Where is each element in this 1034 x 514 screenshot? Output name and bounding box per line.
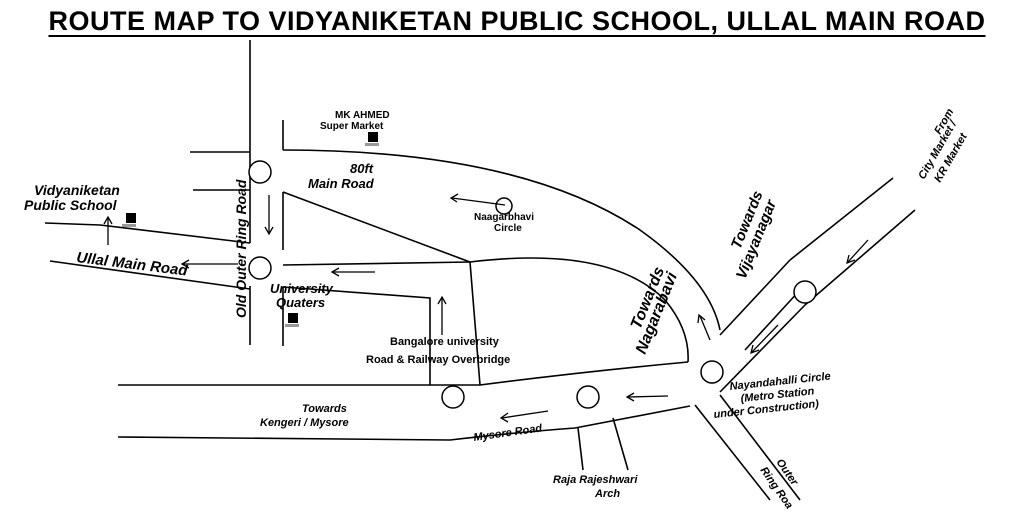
landmark-university-marker bbox=[288, 313, 298, 323]
landmark-university-shadow bbox=[285, 324, 299, 327]
svg-text:Vidyaniketan: Vidyaniketan bbox=[34, 182, 120, 198]
mysore-road-south bbox=[117, 405, 691, 441]
circle-ullal-junction bbox=[248, 256, 272, 280]
arrow-left-mysore-east bbox=[625, 392, 669, 402]
label-kengeri: Towards Kengeri / Mysore bbox=[260, 403, 349, 429]
circle-bu-road bbox=[441, 385, 465, 409]
label-rr-arch: Raja Rajeshwari Arch bbox=[553, 474, 638, 500]
rr-arch-road-east bbox=[612, 417, 629, 471]
outer-ring-road-east bbox=[719, 394, 801, 501]
mysore-road-north bbox=[118, 361, 689, 386]
80ft-road-inner bbox=[282, 191, 689, 363]
rr-arch-road-west bbox=[577, 427, 584, 471]
arrow-left-mysore-road bbox=[499, 410, 549, 423]
landmark-school-shadow bbox=[122, 224, 136, 227]
label-nayandahalli: Nayandahalli Circle (Metro Station under… bbox=[713, 370, 831, 421]
circle-ring-road-north bbox=[248, 160, 272, 184]
circle-vijayanagar bbox=[793, 280, 817, 304]
arrow-up-nagarabavi bbox=[697, 313, 711, 341]
svg-text:Arch: Arch bbox=[594, 488, 620, 500]
80ft-road-outer bbox=[282, 149, 721, 331]
arrow-down-city-market bbox=[846, 239, 869, 265]
label-80ft-road: 80ft Main Road bbox=[308, 161, 375, 191]
circle-naagarbhavi bbox=[495, 197, 513, 215]
city-market-road-south bbox=[804, 209, 916, 306]
city-market-road-lower bbox=[719, 304, 806, 393]
circle-nayandahalli bbox=[700, 360, 724, 384]
arrow-down-ring-road bbox=[264, 195, 274, 236]
city-market-road-north bbox=[789, 177, 894, 261]
vijayanagar-road-east bbox=[744, 289, 801, 351]
landmark-mk-ahmed-marker bbox=[368, 132, 378, 142]
label-mk-ahmed: MK AHMED Super Market bbox=[320, 110, 390, 132]
label-old-outer-ring: Old Outer Ring Road bbox=[233, 179, 249, 318]
label-bu-road: Bangalore university Road & Railway Over… bbox=[366, 336, 510, 366]
ullal-road-north-west bbox=[44, 222, 101, 226]
outer-ring-road-west bbox=[694, 404, 771, 501]
arrow-left-university bbox=[330, 267, 375, 277]
label-city-market: From City Market / KR Market bbox=[916, 106, 970, 184]
svg-text:Raja Rajeshwari: Raja Rajeshwari bbox=[553, 474, 638, 486]
landmark-mk-ahmed-shadow bbox=[365, 143, 379, 146]
arrow-left-80ft bbox=[449, 193, 506, 206]
university-road-upper bbox=[282, 286, 431, 385]
svg-text:Circle: Circle bbox=[494, 223, 522, 234]
svg-text:Bangalore university: Bangalore university bbox=[390, 336, 500, 348]
arrow-left-ullal bbox=[180, 259, 238, 269]
arrow-up-school bbox=[103, 215, 113, 245]
vijayanagar-road-west bbox=[719, 259, 791, 336]
map-title: ROUTE MAP TO VIDYANIKETAN PUBLIC SCHOOL,… bbox=[48, 6, 986, 36]
svg-text:MK AHMED: MK AHMED bbox=[335, 110, 390, 121]
svg-text:Naagarbhavi: Naagarbhavi bbox=[474, 212, 534, 223]
ullal-road-south bbox=[49, 260, 251, 290]
svg-text:Public School: Public School bbox=[24, 197, 118, 213]
arrow-down-nayandahalli bbox=[750, 324, 779, 355]
svg-text:80ft: 80ft bbox=[350, 161, 374, 176]
svg-text:Quaters: Quaters bbox=[276, 295, 325, 310]
label-ullal-road: Ullal Main Road bbox=[76, 249, 190, 280]
landmark-school-marker bbox=[126, 213, 136, 223]
university-road-east bbox=[469, 261, 481, 386]
svg-text:Road & Railway Overbridge: Road & Railway Overbridge bbox=[366, 354, 510, 366]
svg-text:Super Market: Super Market bbox=[320, 121, 384, 132]
label-school: Vidyaniketan Public School bbox=[24, 182, 120, 213]
arrow-up-bu-road bbox=[437, 295, 447, 335]
ullal-road-north bbox=[99, 224, 251, 244]
label-university: University Quaters bbox=[270, 281, 334, 310]
label-mysore-road: Mysore Road bbox=[473, 422, 543, 444]
label-naagarbhavi: Naagarbhavi Circle bbox=[474, 212, 534, 234]
circle-rr-arch bbox=[576, 385, 600, 409]
svg-text:Kengeri / Mysore: Kengeri / Mysore bbox=[260, 417, 349, 429]
label-outer-ring: Outer Ring Roa bbox=[758, 457, 801, 511]
svg-text:Main Road: Main Road bbox=[308, 176, 375, 191]
label-vijayanagar: Towards Vijayanagar bbox=[728, 188, 781, 281]
svg-text:Towards: Towards bbox=[302, 403, 347, 415]
svg-text:University: University bbox=[270, 281, 334, 296]
university-road-north bbox=[282, 261, 471, 266]
